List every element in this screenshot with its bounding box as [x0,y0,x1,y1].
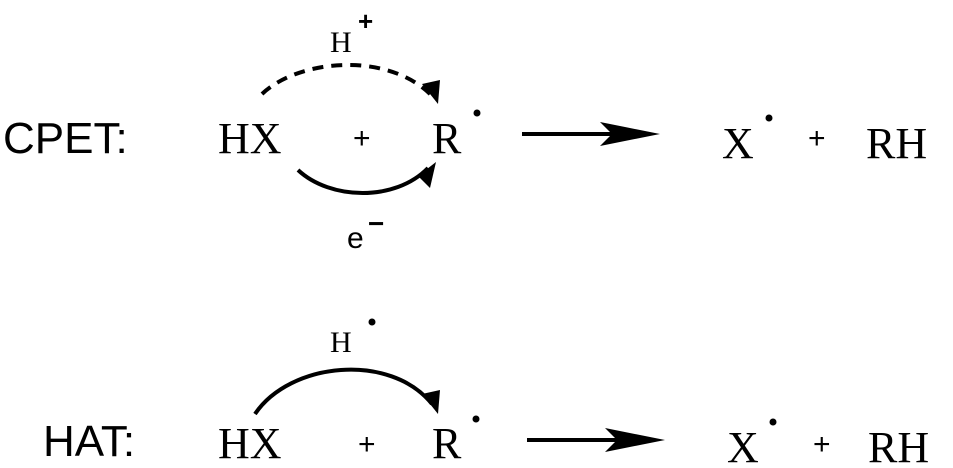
hat-row: HAT: H HX + R X + RH [43,318,929,468]
hat-r-radical-dot [472,415,480,423]
cpet-product-rh: RH [866,119,927,168]
hat-reactant-hx: HX [218,419,282,468]
cpet-proton-transfer-arrow [260,63,434,98]
hat-x-radical-dot [769,418,777,426]
cpet-row: CPET: H + HX + R e − X + RH [3,6,927,255]
cpet-plus-products: + [808,122,826,155]
cpet-proton-charge: + [358,6,373,36]
cpet-label: CPET: [3,114,128,163]
hat-product-x: X [727,423,759,468]
hat-h-radical-dot [368,318,376,326]
cpet-plus-reactants: + [353,122,371,155]
hat-reactant-r: R [432,419,462,468]
cpet-product-x: X [722,119,754,168]
hat-reaction-arrowhead [605,428,665,452]
hat-label: HAT: [43,417,135,466]
cpet-reaction-arrowhead [600,122,660,146]
hat-atom-label: H [330,326,352,359]
cpet-electron-label: e [347,222,364,255]
hat-plus-reactants: + [358,428,376,461]
cpet-reactant-r: R [432,114,462,163]
cpet-proton-label: H [330,26,352,59]
hat-atom-transfer-arrow [253,367,434,416]
cpet-electron-charge: − [368,208,384,239]
hat-product-rh: RH [868,423,929,468]
hat-atom-arrowhead [422,390,440,414]
cpet-r-radical-dot [473,109,481,117]
cpet-reactant-hx: HX [218,114,282,163]
cpet-proton-arrowhead [422,80,440,104]
hat-plus-products: + [813,428,831,461]
cpet-electron-transfer-arrow [296,166,430,195]
cpet-electron-arrowhead [418,162,436,188]
cpet-x-radical-dot [765,114,773,122]
